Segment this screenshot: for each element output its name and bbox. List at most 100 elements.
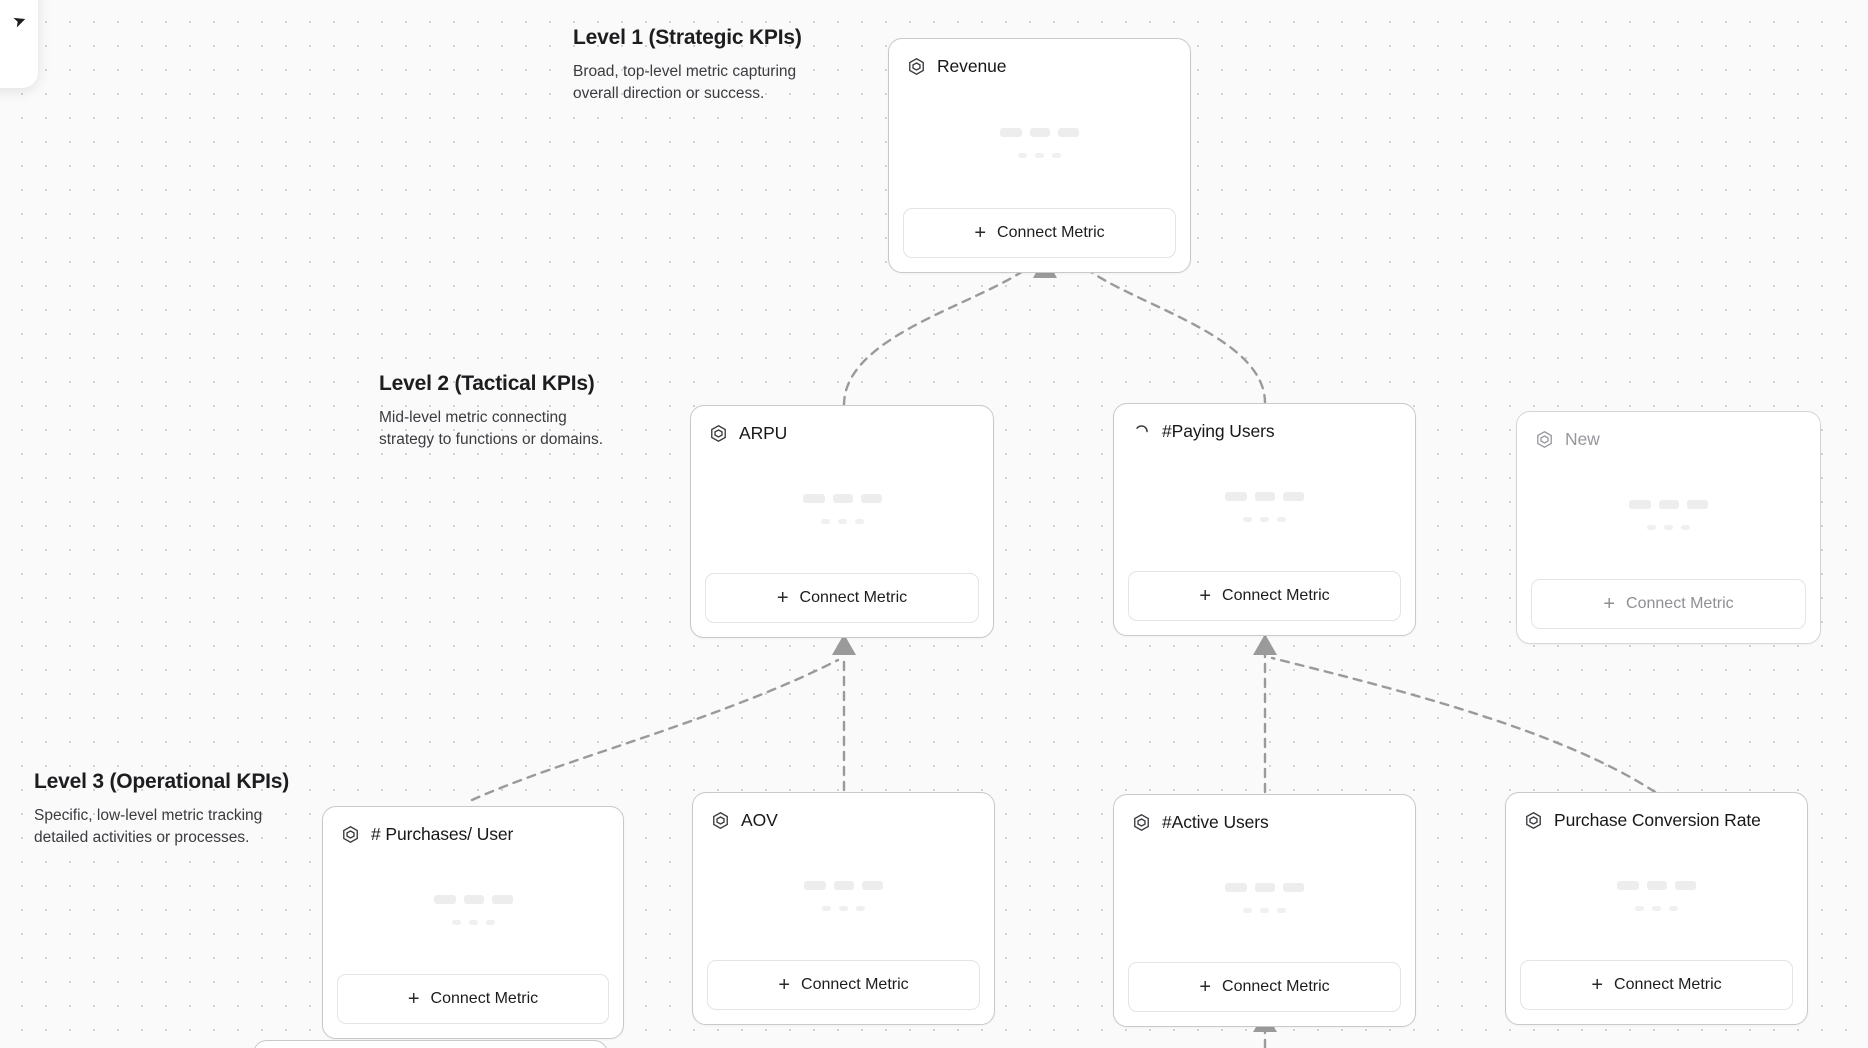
card-skeleton-arpu [691,444,993,573]
skeleton-bar [804,880,826,890]
plus-icon: + [1591,974,1604,996]
metric-card-active-users[interactable]: #Active Users + Connect Metric [1113,794,1416,1027]
card-header-purchases-per-user: # Purchases/ User [323,807,623,845]
connect-metric-button-purchases-per-user[interactable]: + Connect Metric [337,974,609,1024]
metric-card-partial-bottom[interactable] [253,1040,608,1048]
metric-card-arpu[interactable]: ARPU + Connect Metric [690,405,994,638]
metric-card-revenue[interactable]: Revenue + Connect Metric [888,38,1191,273]
connect-metric-button-aov[interactable]: + Connect Metric [707,960,980,1010]
connect-metric-button-active-users[interactable]: + Connect Metric [1128,962,1401,1012]
skeleton-bar [1277,516,1286,522]
card-header-paying-users: #Paying Users [1114,404,1415,442]
edge-conversion-to-paying-users [1270,656,1657,794]
plus-icon: + [776,587,789,609]
skeleton-bar [1030,127,1050,137]
skeleton-row-secondary [1647,524,1690,530]
skeleton-row-secondary [820,518,864,524]
level-1-description: Broad, top-level metric capturing overal… [573,63,797,102]
skeleton-row-primary [804,880,883,890]
card-header-revenue: Revenue [889,39,1190,77]
hexagon-target-icon [711,424,726,443]
card-header-arpu: ARPU [691,406,993,444]
level-label-2: Level 2 (Tactical KPIs) Mid-level metric… [379,372,609,451]
metric-card-purchase-conversion-rate[interactable]: Purchase Conversion Rate + Connect Metri… [1505,792,1808,1025]
skeleton-bar [451,919,461,925]
skeleton-row-secondary [1243,907,1286,913]
connect-metric-button-revenue[interactable]: + Connect Metric [903,208,1176,258]
skeleton-bar [1617,880,1639,890]
level-3-title: Level 3 (Operational KPIs) [34,770,290,793]
card-title-purchases-per-user: # Purchases/ User [371,824,514,844]
skeleton-bar [1681,524,1690,530]
plus-icon: + [1603,593,1616,615]
plus-icon: + [1199,976,1212,998]
connect-metric-button-purchase-conversion-rate[interactable]: + Connect Metric [1520,960,1793,1010]
skeleton-bar [1277,907,1286,913]
hexagon-target-icon [1537,430,1552,449]
edge-arpu-to-revenue [842,256,1041,407]
hexagon-target-icon [343,825,358,844]
card-skeleton-revenue [889,77,1190,208]
skeleton-bar [463,894,484,904]
skeleton-bar [1687,499,1708,509]
skeleton-row-secondary [1018,152,1061,158]
skeleton-bar [1052,152,1061,158]
connect-metric-button-new[interactable]: + Connect Metric [1531,579,1806,629]
card-title-aov: AOV [741,810,778,830]
skeleton-bar [1635,905,1644,911]
floating-corner-panel[interactable]: ➤ [0,0,38,88]
skeleton-bar [1283,882,1304,892]
skeleton-row-primary [1225,882,1304,892]
metric-card-new[interactable]: New + Connect Metric [1516,411,1821,644]
card-title-purchase-conversion-rate: Purchase Conversion Rate [1554,810,1761,830]
skeleton-row-primary [1225,491,1304,501]
hexagon-target-icon [1134,813,1149,832]
level-label-3: Level 3 (Operational KPIs) Specific, low… [34,770,289,849]
skeleton-bar [1243,907,1252,913]
skeleton-bar [822,905,831,911]
plus-icon: + [1199,585,1212,607]
metric-card-purchases-per-user[interactable]: # Purchases/ User + Connect Metric [322,806,624,1039]
skeleton-row-secondary [1635,905,1678,911]
skeleton-bar [1629,499,1651,509]
skeleton-row-primary [433,894,513,904]
connect-metric-label: Connect Metric [1614,976,1722,993]
skeleton-bar [1255,882,1275,892]
level-label-1: Level 1 (Strategic KPIs) Broad, top-leve… [573,26,803,105]
level-1-title: Level 1 (Strategic KPIs) [573,26,802,49]
connect-metric-label: Connect Metric [1222,978,1330,995]
card-title-revenue: Revenue [937,56,1007,76]
card-header-purchase-conversion-rate: Purchase Conversion Rate [1506,793,1807,831]
skeleton-bar [802,493,825,503]
skeleton-row-secondary [451,919,495,925]
metric-card-aov[interactable]: AOV + Connect Metric [692,792,995,1025]
skeleton-row-primary [1629,499,1708,509]
card-skeleton-new [1517,450,1820,579]
skeleton-bar [1647,880,1667,890]
skeleton-bar [1652,905,1661,911]
skeleton-bar [839,905,848,911]
skeleton-bar [1255,491,1275,501]
skeleton-bar [834,880,854,890]
card-skeleton-active-users [1114,833,1415,962]
skeleton-bar [1675,880,1696,890]
connect-metric-button-arpu[interactable]: + Connect Metric [705,573,979,623]
card-title-new: New [1565,429,1600,449]
card-skeleton-purchases-per-user [323,845,623,974]
skeleton-bar [433,894,456,904]
skeleton-bar [1659,499,1679,509]
connect-metric-button-paying-users[interactable]: + Connect Metric [1128,571,1401,621]
skeleton-row-primary [802,493,882,503]
cursor-pointer-icon: ➤ [10,11,29,32]
skeleton-bar [485,919,495,925]
card-title-paying-users: #Paying Users [1162,421,1275,441]
connect-metric-label: Connect Metric [1222,587,1330,604]
skeleton-bar [856,905,865,911]
loading-spinner-icon [1136,425,1148,433]
skeleton-bar [1243,516,1252,522]
skeleton-bar [1664,524,1673,530]
metric-card-paying-users[interactable]: #Paying Users + Connect Metric [1113,403,1416,636]
card-header-aov: AOV [693,793,994,831]
skeleton-bar [468,919,478,925]
